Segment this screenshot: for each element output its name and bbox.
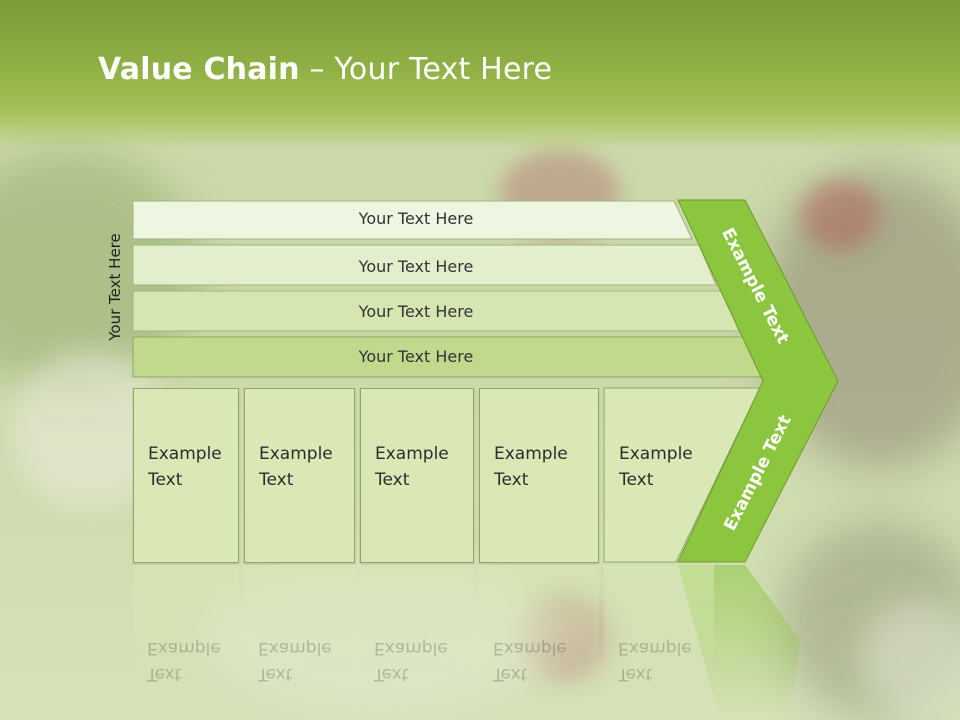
header-band: [0, 0, 960, 150]
title-rest: – Your Text Here: [299, 52, 553, 87]
row-1-text: Your Text Here: [358, 209, 474, 228]
row-bar-1: [132, 200, 693, 240]
chevron-arrow: [677, 199, 839, 563]
row-3-text: Your Text Here: [358, 302, 474, 321]
column-5-wedge: [603, 387, 761, 563]
row-bar-2: [132, 244, 717, 286]
title-bold: Value Chain: [98, 52, 300, 87]
page-title: Value Chain – Your Text Here: [98, 52, 552, 87]
row-2-text: Your Text Here: [358, 257, 474, 276]
chevron-reflection: [678, 565, 800, 720]
row-4-text: Your Text Here: [358, 347, 474, 366]
